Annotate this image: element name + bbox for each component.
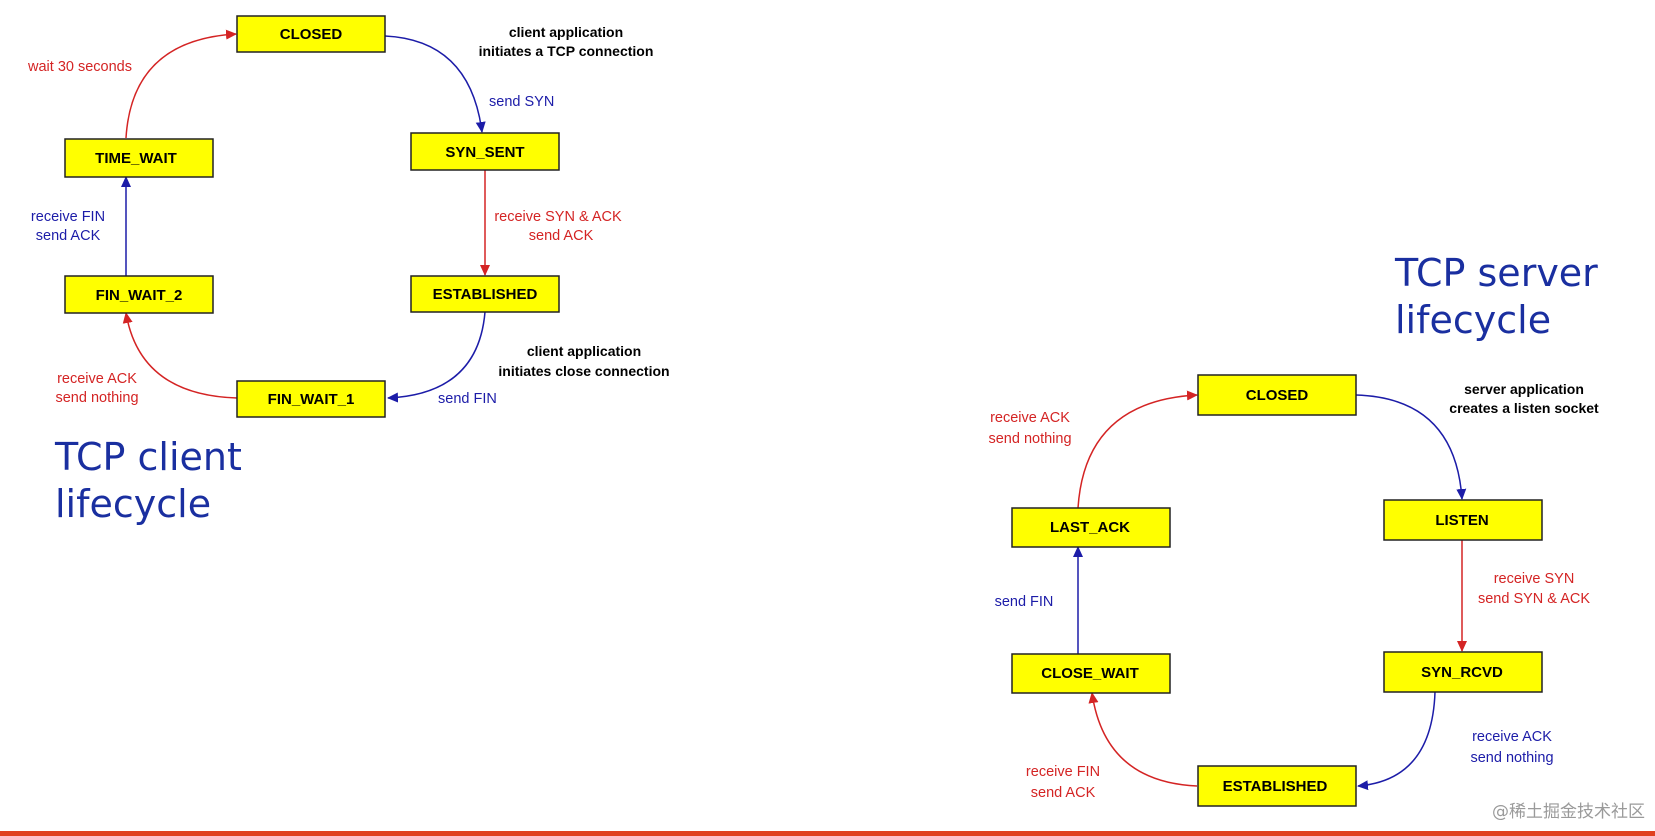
server-title-line1: TCP server (1394, 251, 1598, 295)
server-state-closed: CLOSED (1197, 374, 1357, 416)
client-note-close-line2: initiates close connection (498, 363, 669, 379)
client-note-close-line1: client application (527, 343, 641, 359)
server-label-recv-ack-line1: receive ACK (1472, 729, 1552, 745)
server-note-listen-line2: creates a listen socket (1449, 400, 1599, 416)
server-label-recv-syn-line1: receive SYN (1494, 571, 1575, 587)
client-label-recv-fin-line2: send ACK (36, 228, 101, 244)
server-state-last-ack-label: LAST_ACK (1050, 519, 1130, 536)
client-note-initiate-line1: client application (509, 24, 623, 40)
watermark: @稀土掘金技术社区 (1492, 802, 1645, 822)
arrow-fin-wait-1-to-fin-wait-2 (122, 312, 238, 399)
server-label-recv-fin-line2: send ACK (1031, 785, 1096, 801)
client-state-syn-sent: SYN_SENT (410, 132, 560, 171)
client-state-fin-wait-2: FIN_WAIT_2 (64, 275, 214, 314)
server-note-listen-line1: server application (1464, 381, 1584, 397)
server-state-last-ack: LAST_ACK (1011, 507, 1171, 548)
arrow-time-wait-to-closed (125, 29, 237, 139)
client-state-established-label: ESTABLISHED (433, 286, 538, 303)
server-label-recv-ack2-line2: send nothing (988, 431, 1071, 447)
client-label-send-fin: send FIN (438, 391, 497, 407)
server-label-recv-ack2-line1: receive ACK (990, 410, 1070, 426)
bottom-accent-bar (0, 831, 1655, 836)
client-state-established: ESTABLISHED (410, 275, 560, 313)
server-state-close-wait-label: CLOSE_WAIT (1041, 665, 1139, 682)
client-state-fin-wait-1: FIN_WAIT_1 (236, 380, 386, 418)
client-state-closed-label: CLOSED (280, 26, 343, 43)
arrow-established-to-fin-wait-1 (387, 311, 486, 403)
client-state-syn-sent-label: SYN_SENT (445, 144, 524, 161)
client-label-recv-synack-line2: send ACK (529, 228, 594, 244)
client-label-recv-synack-line1: receive SYN & ACK (494, 209, 622, 225)
arrow-server-closed-to-listen (1355, 394, 1467, 500)
server-state-listen: LISTEN (1383, 499, 1543, 541)
client-lifecycle: CLOSED SYN_SENT ESTABLISHED FIN_WAIT_1 F… (27, 15, 670, 526)
client-state-time-wait: TIME_WAIT (64, 138, 214, 178)
client-state-time-wait-label: TIME_WAIT (95, 150, 177, 167)
arrow-last-ack-to-closed (1077, 390, 1198, 509)
server-label-recv-fin-line1: receive FIN (1026, 764, 1100, 780)
client-label-recv-ack-line1: receive ACK (57, 371, 137, 387)
server-state-listen-label: LISTEN (1435, 512, 1488, 529)
server-label-recv-syn-line2: send SYN & ACK (1478, 591, 1590, 607)
server-lifecycle: CLOSED LISTEN SYN_RCVD ESTABLISHED CLOSE… (988, 251, 1599, 807)
client-state-closed: CLOSED (236, 15, 386, 53)
server-state-established: ESTABLISHED (1197, 765, 1357, 807)
client-title-line1: TCP client (54, 435, 242, 479)
arrow-closed-to-syn-sent (384, 35, 486, 133)
client-label-recv-ack-line2: send nothing (55, 390, 138, 406)
client-state-fin-wait-1-label: FIN_WAIT_1 (268, 391, 355, 408)
client-note-initiate-line2: initiates a TCP connection (479, 43, 654, 59)
server-state-syn-rcvd-label: SYN_RCVD (1421, 664, 1503, 681)
server-state-syn-rcvd: SYN_RCVD (1383, 651, 1543, 693)
arrow-syn-rcvd-to-established (1357, 691, 1436, 791)
client-label-send-syn: send SYN (489, 94, 554, 110)
client-label-recv-fin-line1: receive FIN (31, 209, 105, 225)
server-state-closed-label: CLOSED (1246, 387, 1309, 404)
arrow-established-to-close-wait (1088, 692, 1198, 787)
client-label-wait: wait 30 seconds (27, 59, 132, 75)
server-label-recv-ack-line2: send nothing (1470, 750, 1553, 766)
client-title-line2: lifecycle (55, 482, 211, 526)
server-label-send-fin: send FIN (995, 594, 1054, 610)
server-state-close-wait: CLOSE_WAIT (1011, 653, 1171, 694)
server-title-line2: lifecycle (1395, 298, 1551, 342)
client-state-fin-wait-2-label: FIN_WAIT_2 (96, 287, 183, 304)
server-state-established-label: ESTABLISHED (1223, 778, 1328, 795)
